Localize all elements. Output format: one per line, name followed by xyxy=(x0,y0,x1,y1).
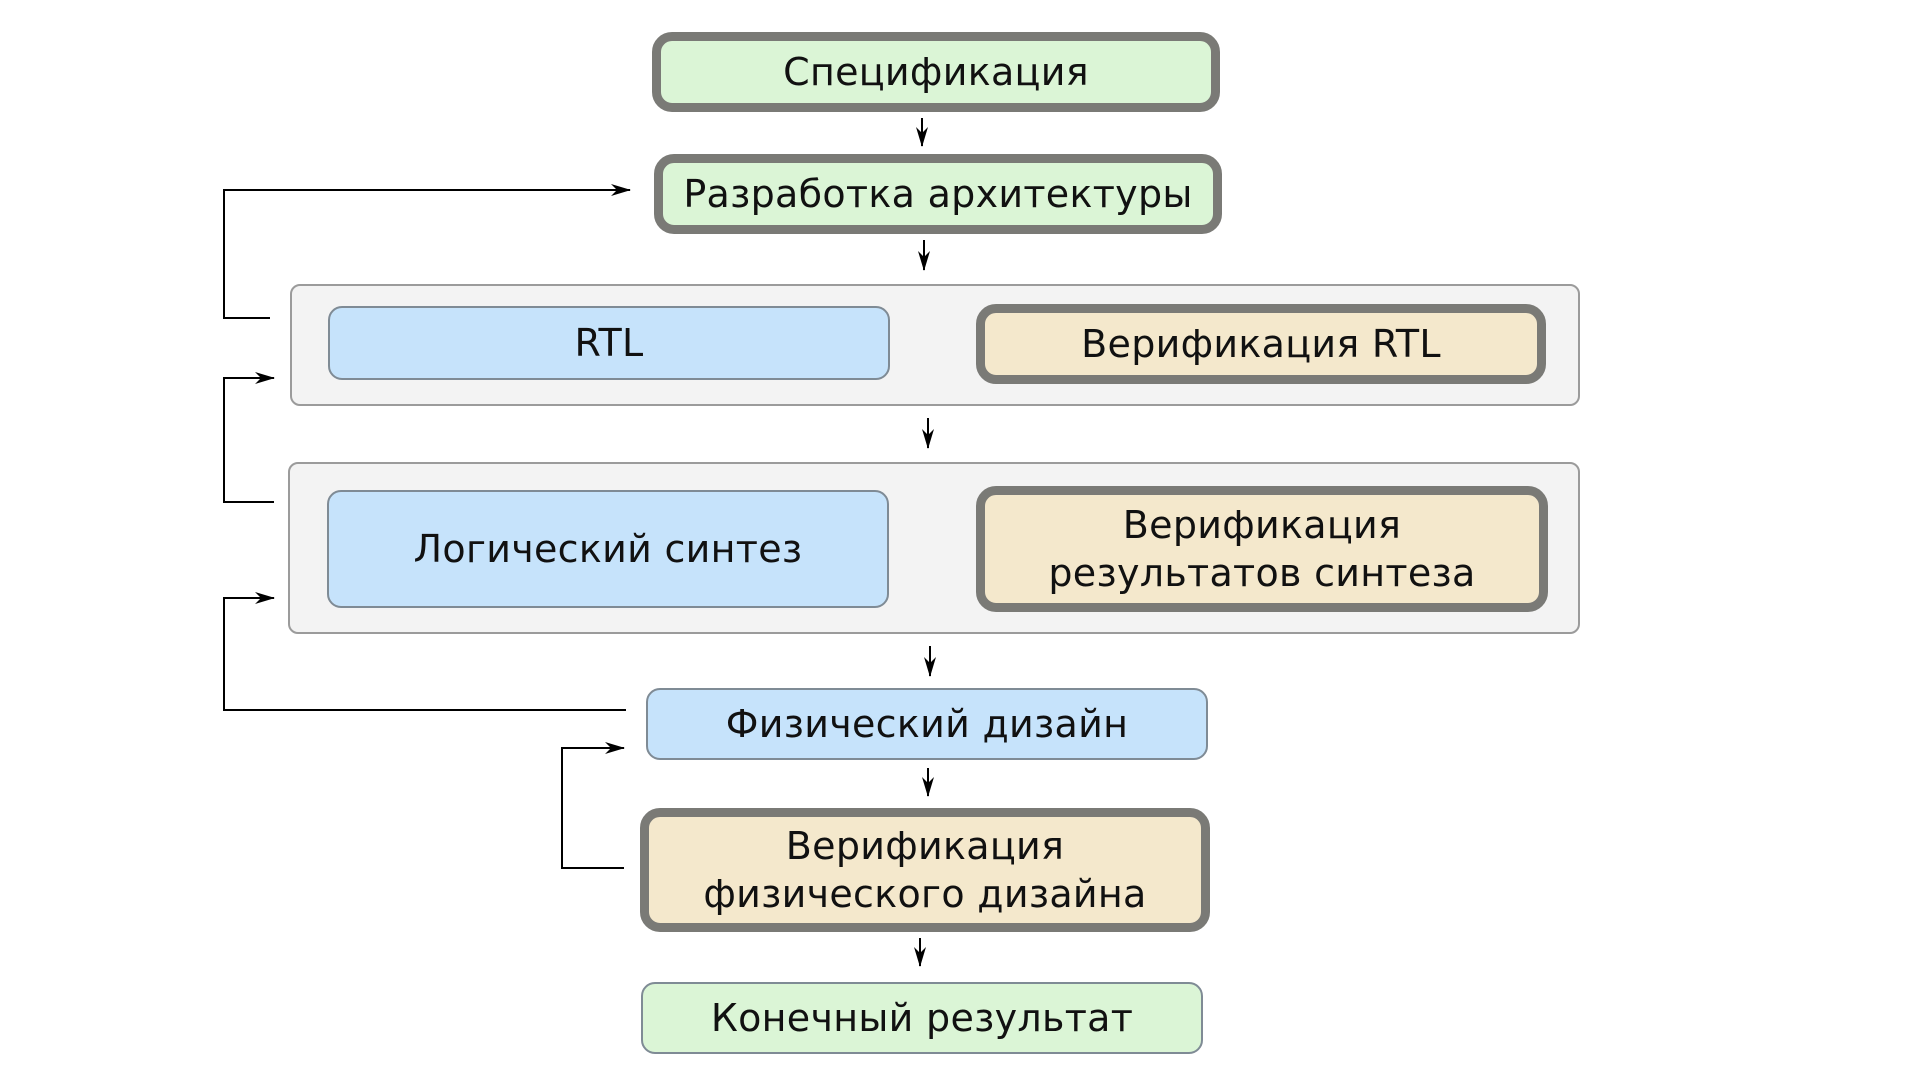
feedback-physical-verification-to-physical xyxy=(561,742,625,869)
architecture-label: Разработка архитектуры xyxy=(683,172,1193,216)
rtl-node: RTL xyxy=(328,306,890,380)
physical-design-label: Физический дизайн xyxy=(725,702,1129,746)
architecture-node: Разработка архитектуры xyxy=(654,154,1222,234)
physical-verification-node: Верификация физического дизайна xyxy=(640,808,1210,932)
feedback-physical-to-synthesis-group xyxy=(223,592,626,711)
rtl-verification-label: Верификация RTL xyxy=(1081,322,1441,366)
synthesis-verification-label-line1: Верификация xyxy=(1122,503,1402,547)
feedback-rtl-group-to-architecture xyxy=(223,184,631,319)
rtl-verification-node: Верификация RTL xyxy=(976,304,1546,384)
synthesis-verification-node: Верификация результатов синтеза xyxy=(976,486,1548,612)
feedback-synthesis-group-to-rtl-group xyxy=(223,372,275,503)
synthesis-verification-label-line2: результатов синтеза xyxy=(1048,551,1476,595)
specification-label: Спецификация xyxy=(783,50,1089,94)
final-result-label: Конечный результат xyxy=(710,996,1134,1040)
physical-design-node: Физический дизайн xyxy=(646,688,1208,760)
rtl-label: RTL xyxy=(574,321,644,365)
physical-verification-label-line2: физического дизайна xyxy=(703,872,1147,916)
specification-node: Спецификация xyxy=(652,32,1220,112)
final-result-node: Конечный результат xyxy=(641,982,1203,1054)
logic-synthesis-node: Логический синтез xyxy=(327,490,889,608)
physical-verification-label-line1: Верификация xyxy=(785,824,1065,868)
logic-synthesis-label: Логический синтез xyxy=(413,527,803,571)
